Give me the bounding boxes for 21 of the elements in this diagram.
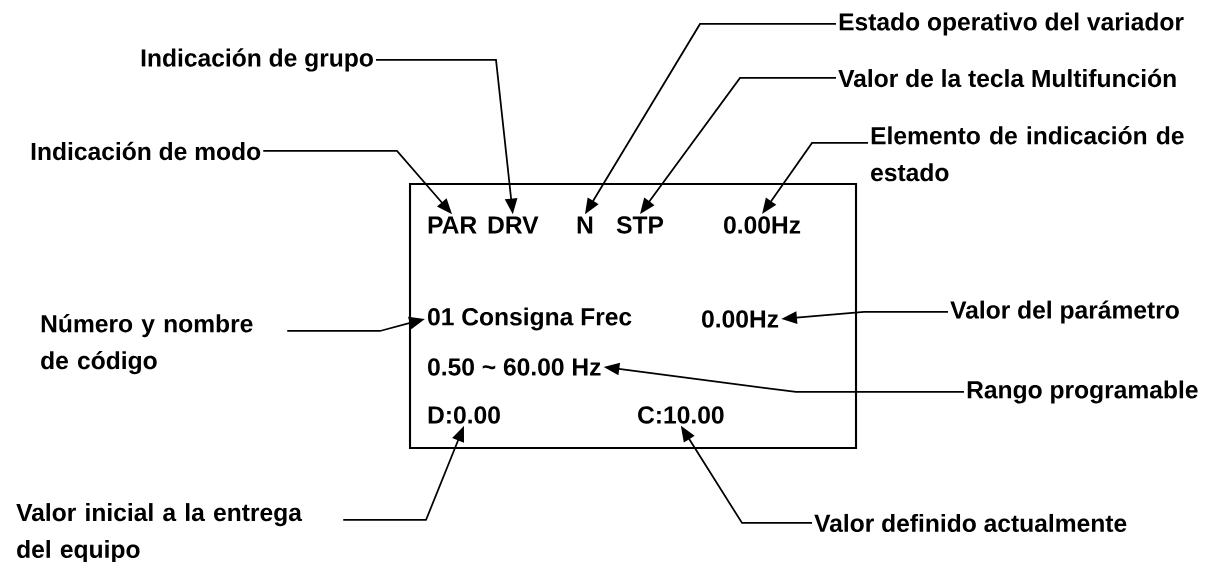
- callout-label: Número y nombre de código: [41, 314, 253, 375]
- callout-label: Valor inicial a la entrega del equipo: [16, 503, 303, 562]
- display-text: D:0.00: [428, 406, 500, 424]
- display-text: 0.00Hz: [702, 310, 779, 328]
- callout-label: Indicación de grupo: [141, 48, 373, 72]
- callout-label: Valor del parámetro: [950, 300, 1179, 324]
- callout-label: Indicación de modo: [31, 141, 261, 161]
- display-text: 01 Consigna Frec: [428, 307, 632, 331]
- display-text: STP: [616, 216, 664, 234]
- display-text: 0.00Hz: [724, 216, 801, 234]
- callout-label: Valor definido actualmente: [814, 513, 1127, 533]
- display-text: C:10.00: [638, 406, 724, 424]
- callout-label: Elemento de indicación de estado: [871, 126, 1184, 182]
- display-text: DRV: [488, 216, 539, 234]
- display-text: 0.50 ~ 60.00 Hz: [428, 358, 601, 376]
- callout-label: Estado operativo del variador: [839, 12, 1184, 36]
- callout-label: Rango programable: [967, 380, 1198, 404]
- display-screen: [408, 182, 858, 450]
- callout-label: Valor de la tecla Multifunción: [838, 68, 1176, 88]
- display-text: N: [577, 216, 593, 234]
- display-text: PAR: [428, 216, 477, 234]
